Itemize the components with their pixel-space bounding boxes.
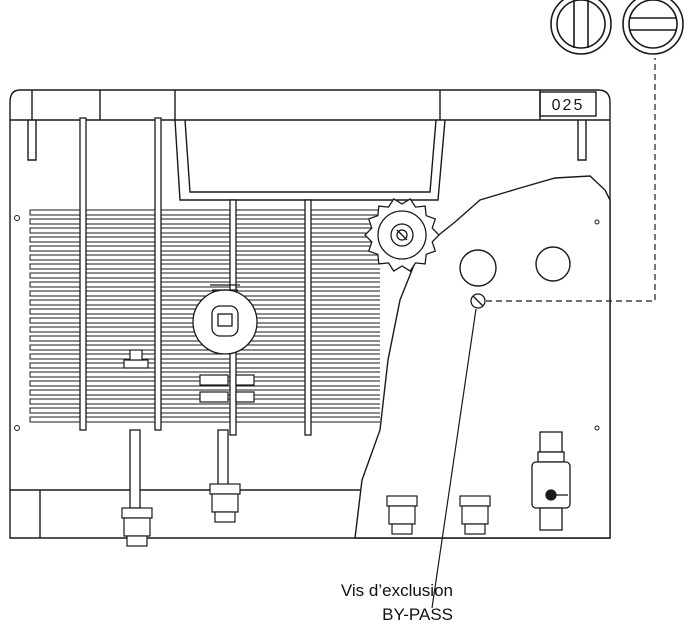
connector-part <box>214 511 236 523</box>
connector-part <box>209 483 241 495</box>
center-valve <box>192 284 258 355</box>
connector-part <box>126 535 148 547</box>
port-openings <box>459 246 571 287</box>
fastening-dots <box>14 215 600 431</box>
label-leader-line <box>431 308 477 609</box>
detail-screws <box>550 0 684 55</box>
unit-code-label: 025 <box>552 97 585 114</box>
connector-part <box>391 523 413 535</box>
connector-part <box>464 523 486 535</box>
bypass-label-line2: BY-PASS <box>382 605 453 624</box>
bypass-label-line1: Vis d’exclusion <box>340 581 453 600</box>
connector-part <box>386 495 418 507</box>
connector-part <box>461 505 489 525</box>
detail-leader-line <box>486 58 656 302</box>
connector-part <box>121 507 153 519</box>
connector-part <box>388 505 416 525</box>
vertical-pipes <box>79 117 312 436</box>
bypass-screw <box>470 293 486 309</box>
ball-valve <box>531 431 571 531</box>
connector-part <box>459 495 491 507</box>
connector-part <box>211 493 239 513</box>
connector-part <box>123 517 151 537</box>
left-fittings <box>123 349 255 403</box>
bottom-connectors <box>121 483 491 547</box>
control-knob <box>364 198 440 272</box>
